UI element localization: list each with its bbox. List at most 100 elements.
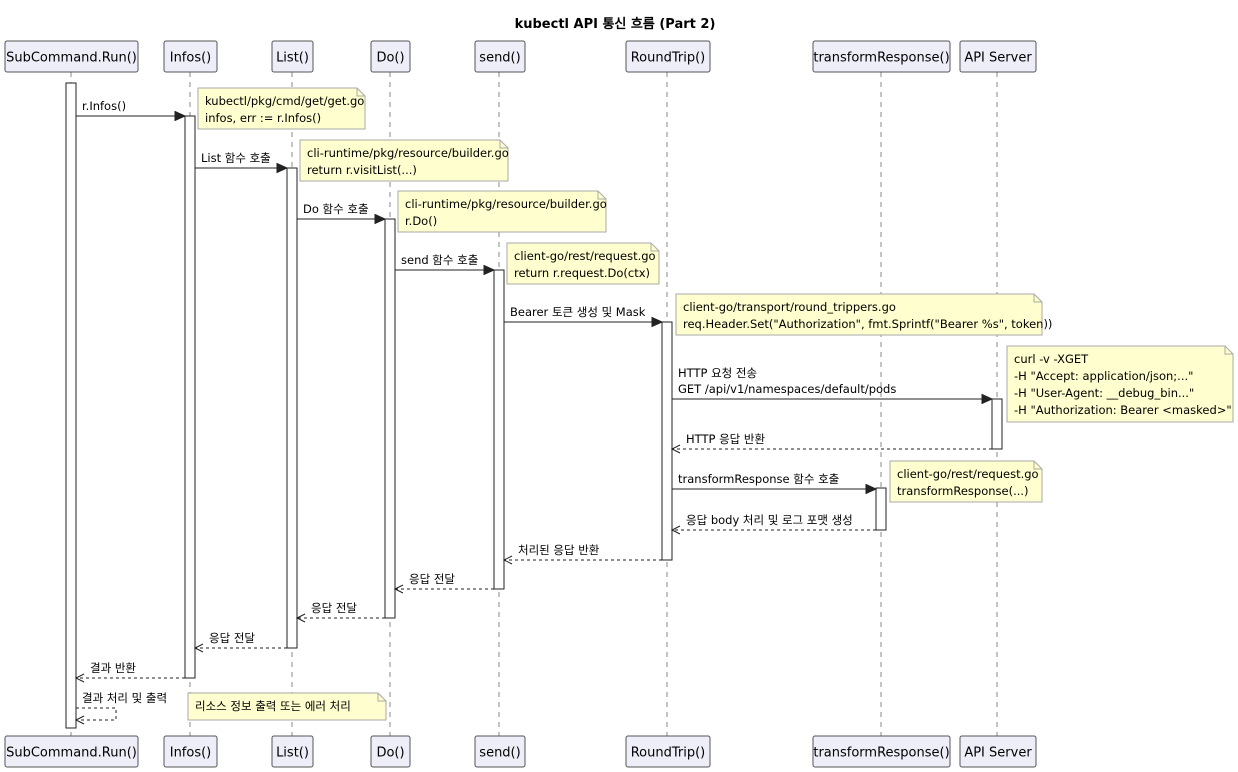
activation-list <box>286 167 298 649</box>
message-9: 응답 body 처리 및 로그 포맷 생성 <box>670 513 876 535</box>
message-label: List 함수 호출 <box>201 151 271 165</box>
note-text: -H "Authorization: Bearer <masked>" <box>1014 403 1232 417</box>
note-text: client-go/rest/request.go <box>897 467 1039 481</box>
message-label: transformResponse 함수 호출 <box>678 472 839 486</box>
note-fold <box>1033 294 1042 303</box>
participant-label: RoundTrip() <box>631 746 706 761</box>
participant-box <box>163 40 218 73</box>
note-8: 리소스 정보 출력 또는 에러 처리 <box>187 692 387 721</box>
message-label: Do 함수 호출 <box>303 202 369 216</box>
note-fold <box>650 243 659 252</box>
note-fold <box>499 140 508 149</box>
participant-list-bottom: List() <box>271 735 314 768</box>
note-box <box>506 242 660 285</box>
note-text: client-go/transport/round_trippers.go <box>683 300 896 314</box>
note-text: 리소스 정보 출력 또는 에러 처리 <box>195 699 351 713</box>
message-label: r.Infos() <box>82 99 126 113</box>
message-arrowhead <box>74 715 85 725</box>
note-box <box>889 460 1043 503</box>
message-label: 응답 전달 <box>409 572 455 586</box>
participant-label: send() <box>479 746 520 761</box>
participant-label: API Server <box>964 51 1032 66</box>
activation-transform <box>875 487 887 531</box>
participant-send-bottom: send() <box>474 735 526 768</box>
participant-label: Do() <box>376 51 404 66</box>
activation-do <box>384 218 396 619</box>
participant-apiserver-top: API Server <box>959 40 1037 73</box>
participant-box <box>959 735 1037 768</box>
participants: SubCommand.Run()SubCommand.Run()Infos()I… <box>4 40 1037 768</box>
participant-box <box>370 735 411 768</box>
participant-infos-bottom: Infos() <box>163 735 218 768</box>
message-arrowhead <box>502 555 513 565</box>
message-arrowhead <box>670 444 681 454</box>
participant-box <box>959 40 1037 73</box>
participant-label: send() <box>479 51 520 66</box>
note-5: client-go/transport/round_trippers.goreq… <box>675 293 1052 336</box>
note-7: client-go/rest/request.gotransformRespon… <box>889 460 1043 503</box>
note-3: cli-runtime/pkg/resource/builder.gor.Do(… <box>397 190 607 233</box>
note-box <box>187 692 387 721</box>
note-text: curl -v -XGET <box>1014 352 1089 366</box>
participant-label: List() <box>276 51 309 66</box>
participant-box <box>4 40 139 73</box>
note-6: curl -v -XGET -H "Accept: application/jso… <box>1006 345 1234 423</box>
message-arrowhead <box>981 393 994 405</box>
message-label: GET /api/v1/namespaces/default/pods <box>678 382 896 396</box>
message-label: HTTP 응답 반환 <box>686 432 765 446</box>
message-10: 처리된 응답 반환 <box>502 543 662 565</box>
activation-roundtrip <box>661 321 673 561</box>
participant-label: API Server <box>964 746 1032 761</box>
message-arrowhead <box>651 316 664 328</box>
participant-apiserver-bottom: API Server <box>959 735 1037 768</box>
note-text: return r.visitList(...) <box>307 163 417 177</box>
note-text: -H "User-Agent: __debug_bin..." <box>1014 386 1194 400</box>
message-arrowhead <box>483 264 496 276</box>
message-label: 응답 body 처리 및 로그 포맷 생성 <box>686 513 853 527</box>
note-box <box>675 293 1043 336</box>
activation-apiserver <box>991 398 1003 450</box>
message-1: r.Infos() <box>76 99 187 122</box>
note-text: return r.request.Do(ctx) <box>514 266 650 280</box>
activation-send <box>493 269 505 590</box>
note-fold <box>1224 346 1233 355</box>
activation-infos <box>184 115 196 679</box>
participant-roundtrip-top: RoundTrip() <box>625 40 711 73</box>
diagram-title: kubectl API 통신 흐름 (Part 2) <box>515 17 716 32</box>
message-15: 결과 처리 및 출력 <box>74 691 167 725</box>
note-text: req.Header.Set("Authorization", fmt.Spri… <box>683 317 1052 331</box>
note-2: cli-runtime/pkg/resource/builder.go retur… <box>299 139 509 182</box>
note-box <box>1006 345 1234 423</box>
message-arrowhead <box>393 584 404 594</box>
message-14: 결과 반환 <box>74 661 185 683</box>
participant-send-top: send() <box>474 40 526 73</box>
message-label: 결과 처리 및 출력 <box>82 691 167 705</box>
message-arrowhead <box>74 673 85 683</box>
participant-list-top: List() <box>271 40 314 73</box>
message-2: List 함수 호출 <box>195 151 289 174</box>
note-text: infos, err := r.Infos() <box>205 111 321 125</box>
participant-subcmd-top: SubCommand.Run() <box>4 40 139 73</box>
note-fold <box>356 88 365 97</box>
participant-do-bottom: Do() <box>370 735 411 768</box>
participant-box <box>812 735 951 768</box>
participant-box <box>625 40 711 73</box>
message-arrowhead <box>174 110 187 122</box>
participant-transform-bottom: transformResponse() <box>812 735 951 768</box>
note-text: cli-runtime/pkg/resource/builder.go <box>307 146 509 160</box>
message-arrowhead <box>670 525 681 535</box>
note-fold <box>377 693 386 702</box>
participant-roundtrip-bottom: RoundTrip() <box>625 735 711 768</box>
note-text: cli-runtime/pkg/resource/builder.go <box>405 197 607 211</box>
message-arrowhead <box>193 643 204 653</box>
message-13: 응답 전달 <box>193 631 287 653</box>
message-arrowhead <box>865 483 878 495</box>
participant-label: Infos() <box>170 746 212 761</box>
note-text: -H "Accept: application/json;..." <box>1014 369 1193 383</box>
message-label: 응답 전달 <box>311 601 357 615</box>
message-label: 처리된 응답 반환 <box>518 543 600 557</box>
participant-infos-top: Infos() <box>163 40 218 73</box>
message-label: Bearer 토큰 생성 및 Mask <box>510 305 646 319</box>
